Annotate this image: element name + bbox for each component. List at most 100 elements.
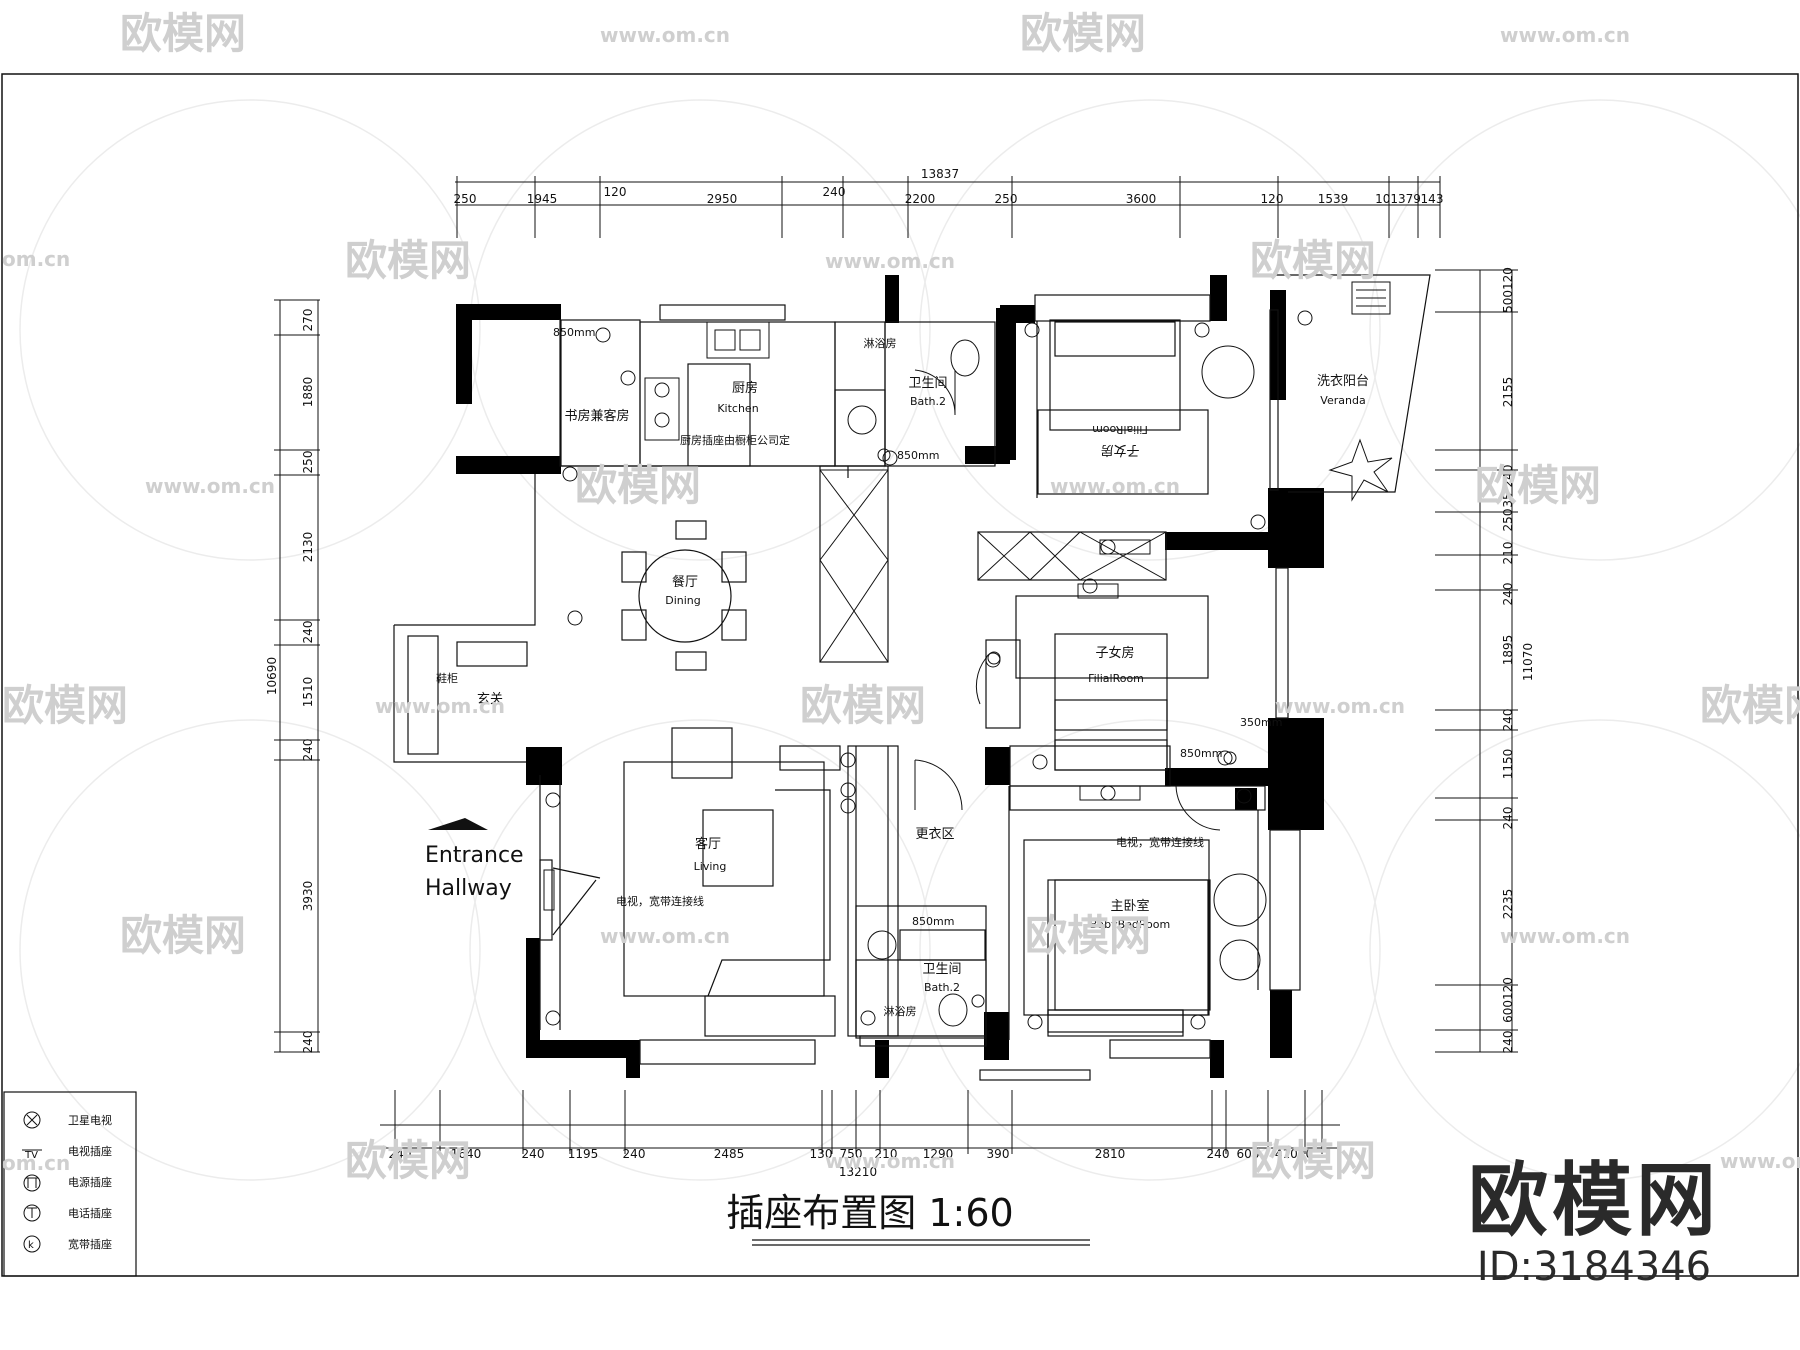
power-socket-icon (567, 610, 583, 626)
dim-bottom-label: 210 (875, 1147, 898, 1161)
dim-bottom-label: 240 (623, 1147, 646, 1161)
room-label: 淋浴房 (884, 1005, 917, 1018)
dims-bottom-labels: 13210 240 1640 240 1195 240 2485 130 750… (389, 1147, 1314, 1179)
room-label-en: Veranda (1320, 394, 1365, 407)
dim-left-overall: 10690 (265, 657, 279, 695)
brand-stamp: 欧模网 ID:3184346 (1468, 1158, 1720, 1291)
dim-bottom-label: 1195 (568, 1147, 599, 1161)
drawing-title: 插座布置图 1:60 (726, 1191, 1013, 1235)
room-labels: 书房兼客房 厨房 Kitchen 厨房插座由橱柜公司定 淋浴房 卫生间 Bath… (436, 337, 1369, 1018)
watermark-short-url: om.cn (2, 1151, 70, 1175)
watermark-logo: 欧模网 (1250, 236, 1376, 285)
dim-left-label: 1510 (301, 677, 315, 708)
watermark-url: www.om.cn (1500, 924, 1630, 948)
legend-label: 电话插座 (68, 1206, 112, 1220)
watermark-logo: 欧模网 (1700, 681, 1800, 730)
power-socket-icon (1100, 785, 1116, 801)
phone-socket-icon (987, 651, 1001, 665)
dim-left-label: 240 (301, 739, 315, 762)
partition-lines (393, 274, 1431, 1081)
kitchen-fixtures (644, 321, 770, 441)
room-label: 淋浴房 (864, 337, 897, 350)
dim-top-label: 1539 (1318, 192, 1349, 206)
legend-box (3, 1091, 137, 1277)
dims-right-labels: 11070 500120 2155 240 35 250 210 240 189… (1501, 267, 1535, 1053)
dim-top-overall: 13837 (921, 167, 959, 181)
room-label: 卫生间 (908, 376, 947, 391)
dim-top-label: 143 (1421, 192, 1444, 206)
storage-cabinets (819, 469, 1167, 663)
living-furniture (539, 859, 601, 941)
tv-socket-icon (543, 869, 555, 911)
tv-socket-icon (1079, 785, 1141, 801)
broadband-socket-icon (1223, 751, 1237, 765)
legend-label: 电源插座 (68, 1175, 112, 1189)
tv-note-master: 电视，宽带连接线 (1116, 835, 1204, 849)
room-label-en: Bath.2 (910, 395, 946, 408)
power-socket-icon (620, 370, 636, 386)
room-label: 卫生间 (922, 962, 961, 977)
power-socket-icon (1100, 539, 1116, 555)
room-label: 鞋柜 (436, 671, 458, 685)
dim-bottom-label: 240 (522, 1147, 545, 1161)
room-label: 洗衣阳台 (1317, 373, 1369, 389)
armchairs (1201, 345, 1267, 981)
dim-right-label: 240 (1501, 1031, 1515, 1054)
power-socket-icon (1190, 1014, 1206, 1030)
power-socket-icon (840, 752, 856, 768)
phone-socket-icon (23, 1204, 41, 1222)
beds (1047, 319, 1211, 1037)
power-socket-icon (595, 327, 611, 343)
dim-top-label: 250 (454, 192, 477, 206)
watermark-url: www.om.cn (600, 924, 730, 948)
dim-top-label: 120 (604, 185, 627, 199)
dim-right-label: 240 (1501, 465, 1515, 488)
power-socket-icon (877, 448, 891, 462)
dim-left-label: 240 (301, 621, 315, 644)
watermark-url: www.om.cn (825, 249, 955, 273)
watermark-url: www.om.cn (825, 1149, 955, 1173)
watermark-url: www.om.cn (145, 474, 275, 498)
dim-bottom-label: 240 (389, 1147, 412, 1161)
legend-label: 宽带插座 (68, 1237, 112, 1251)
dim-bottom-label: 2810 (1095, 1147, 1126, 1161)
watermarks: 欧模网 www.om.cn 欧模网 www.om.cn om.cn 欧模网 ww… (2, 9, 1800, 1185)
tv-note-living: 电视，宽带连接线 (616, 894, 704, 908)
dim-left-label: 1880 (301, 377, 315, 408)
power-socket-icon (1032, 754, 1048, 770)
drawing-title-block: 插座布置图 1:60 (726, 1191, 1090, 1246)
broadband-socket-icon: k (23, 1235, 41, 1253)
power-socket-icon (1297, 310, 1313, 326)
power-socket-icon (1194, 322, 1210, 338)
room-label: 子女房 (1095, 645, 1134, 661)
power-socket-icon (1082, 578, 1098, 594)
dim-right-label: 240 (1501, 807, 1515, 830)
dim-left-label: 2130 (301, 532, 315, 563)
watermark-url: www.om.cn (1500, 23, 1630, 47)
entrance-label: Entrance (425, 843, 524, 868)
legend-label: 卫星电视 (68, 1113, 112, 1127)
height-note: 850mm (912, 915, 954, 928)
dim-right-label: 2155 (1501, 377, 1515, 408)
room-label-en: FilialRoom (1092, 423, 1148, 436)
dim-bottom-label: 130 (810, 1147, 833, 1161)
watermark-logo: 欧模网 (1020, 9, 1146, 58)
structural-walls (456, 275, 1324, 1078)
dim-right-label: 240 (1501, 583, 1515, 606)
dim-right-label: 600120 (1501, 977, 1515, 1023)
room-label: 书房兼客房 (564, 408, 629, 424)
dim-top-label: 120 (1261, 192, 1284, 206)
dim-top-label: 1945 (527, 192, 558, 206)
room-label: 厨房 (732, 380, 758, 396)
legend: 卫星电视 TV 电视插座 电源插座 电话插座 k 宽带插座 (3, 1091, 137, 1277)
dim-bottom-label: 390 (987, 1147, 1010, 1161)
entrance-arrow-icon (428, 818, 488, 830)
watermark-logo: 欧模网 (345, 236, 471, 285)
dim-right-label: 2235 (1501, 889, 1515, 920)
dim-top-label: 101379 (1375, 192, 1421, 206)
dim-left-label: 3930 (301, 881, 315, 912)
room-label: 客厅 (695, 836, 721, 852)
svg-text:TV: TV (24, 1150, 38, 1161)
watermark-url: www.om.cn (375, 694, 505, 718)
dim-left-label: 240 (301, 1031, 315, 1054)
